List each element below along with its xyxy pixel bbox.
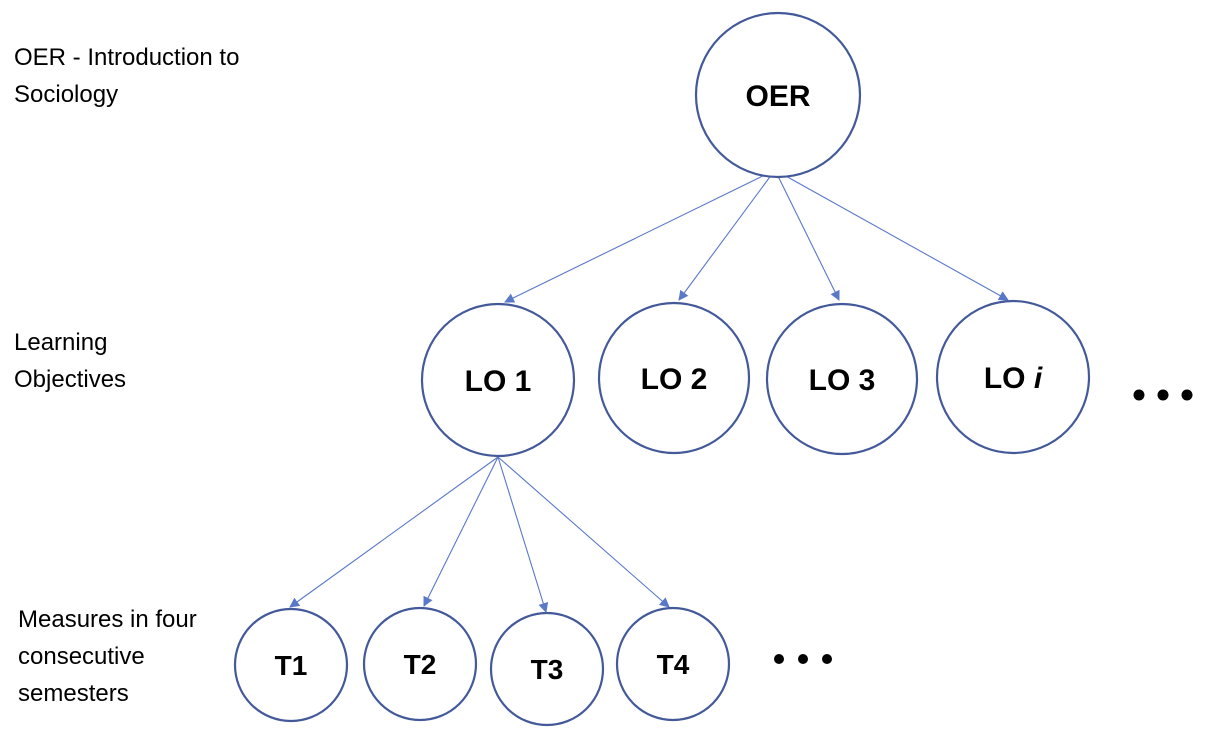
node-lo1: LO 1 xyxy=(420,302,576,458)
node-root: OER xyxy=(694,11,862,179)
node-t2: T2 xyxy=(362,606,478,722)
edge-root-loi xyxy=(774,169,1009,301)
edge-lo1-t4 xyxy=(497,456,670,608)
node-loi-circle xyxy=(935,299,1091,455)
node-t4: T4 xyxy=(615,606,731,722)
ellipsis-dot xyxy=(822,654,832,664)
edge-root-lo3 xyxy=(774,169,840,301)
ellipsis-dot xyxy=(798,654,808,664)
level-label-bottom-line-2: consecutive xyxy=(18,643,145,670)
edges-lo1-to-measures xyxy=(289,456,670,613)
level-label-top-line-1: OER - Introduction to xyxy=(14,44,239,71)
node-t2-circle xyxy=(362,606,478,722)
node-lo2-circle xyxy=(597,301,751,455)
measures-ellipsis xyxy=(774,654,832,664)
node-t3-circle xyxy=(489,611,605,727)
level-label-bottom: Measures in four consecutive semesters xyxy=(18,606,197,707)
node-loi-label: LO i xyxy=(984,362,1043,395)
node-lo3-label: LO 3 xyxy=(809,364,876,397)
objectives-ellipsis xyxy=(1133,389,1193,401)
edges-root-to-objectives xyxy=(504,169,1009,303)
node-t1-circle xyxy=(233,607,349,723)
ellipsis-dot xyxy=(1133,389,1145,401)
edge-root-lo1 xyxy=(504,169,776,303)
node-root-label: OER xyxy=(745,80,810,113)
level-label-bottom-line-3: semesters xyxy=(18,680,129,707)
node-lo2: LO 2 xyxy=(597,301,751,455)
edge-lo1-t2 xyxy=(423,456,499,607)
ellipsis-dot xyxy=(1181,389,1193,401)
node-root-circle xyxy=(694,11,862,179)
node-t2-label: T2 xyxy=(404,649,437,680)
node-lo2-label: LO 2 xyxy=(641,363,708,396)
edge-lo1-t3 xyxy=(497,456,549,613)
node-loi: LO i xyxy=(935,299,1091,455)
node-t1-label: T1 xyxy=(275,650,308,681)
ellipsis-dot xyxy=(774,654,784,664)
level-label-middle-line-2: Objectives xyxy=(14,366,126,393)
node-lo3-circle xyxy=(765,302,919,456)
level-label-middle: Learning Objectives xyxy=(14,329,126,393)
level-label-middle-line-1: Learning xyxy=(14,329,107,356)
edge-root-lo2 xyxy=(678,169,776,301)
node-t1: T1 xyxy=(233,607,349,723)
node-t4-circle xyxy=(615,606,731,722)
node-lo1-circle xyxy=(420,302,576,458)
ellipsis-dot xyxy=(1157,389,1169,401)
node-lo3: LO 3 xyxy=(765,302,919,456)
node-lo1-label: LO 1 xyxy=(465,365,532,398)
node-t3-label: T3 xyxy=(531,654,564,685)
node-t3: T3 xyxy=(489,611,605,727)
node-t4-label: T4 xyxy=(657,649,690,680)
level-label-top-line-2: Sociology xyxy=(14,81,118,108)
edge-lo1-t1 xyxy=(289,456,499,608)
level-label-top: OER - Introduction to Sociology xyxy=(14,44,239,108)
level-label-bottom-line-1: Measures in four xyxy=(18,606,197,633)
